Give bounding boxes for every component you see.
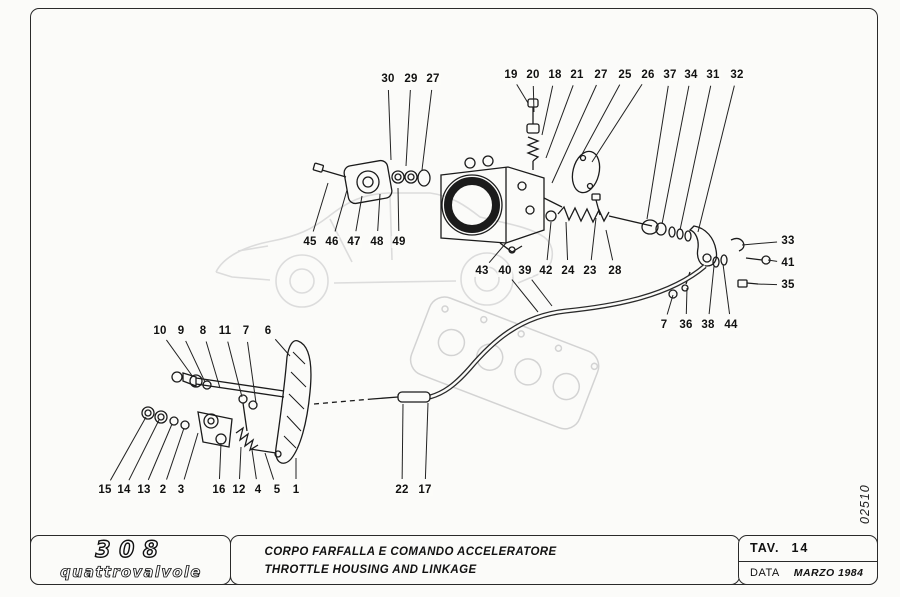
throttle-linkage	[543, 193, 771, 299]
logo-block: 308 quattrovalvole	[30, 535, 231, 585]
leader-line-9	[185, 340, 206, 383]
leader-line-12	[239, 446, 242, 480]
leader-line-10	[166, 339, 194, 378]
leader-line-45	[312, 182, 329, 232]
drawing-title-block: CORPO FARFALLA E COMANDO ACCELERATORE TH…	[229, 535, 740, 585]
drawing-code: 02510	[858, 484, 872, 524]
leader-line-29	[405, 89, 411, 167]
leader-line-22	[401, 403, 404, 480]
date-value: MARZO 1984	[793, 566, 864, 579]
logo-quattrovalvole-text: quattrovalvole	[60, 564, 202, 581]
leader-line-13	[147, 423, 173, 481]
leader-line-36	[685, 287, 688, 315]
leader-line-3	[183, 432, 199, 480]
throttle-switch	[312, 159, 431, 205]
leader-line-42	[546, 221, 552, 261]
leader-line-6	[274, 338, 291, 357]
tav-label: TAV.	[750, 541, 780, 556]
throttle-cable	[429, 264, 707, 400]
date-label: DATA	[750, 566, 780, 579]
cover-plate	[571, 150, 601, 194]
title-bar: 308 quattrovalvole CORPO FARFALLA E COMA…	[30, 535, 878, 585]
pedal-assembly	[141, 339, 312, 464]
leader-line-7	[666, 294, 674, 315]
leader-line-32	[697, 85, 735, 233]
leader-line-43	[488, 242, 507, 263]
date-row: DATA MARZO 1984	[739, 562, 877, 584]
leader-line-39	[531, 279, 553, 307]
leader-line-46	[334, 189, 348, 232]
leader-line-26	[591, 83, 643, 163]
logo-308-quattrovalvole: 308 quattrovalvole	[59, 538, 202, 582]
leader-line-5	[264, 452, 275, 480]
leader-line-4	[251, 449, 257, 480]
leader-line-7	[247, 341, 257, 404]
leader-line-33	[741, 241, 778, 246]
leader-line-27	[421, 89, 433, 171]
leader-line-14	[128, 419, 160, 481]
leader-line-40	[511, 279, 539, 313]
leader-line-34	[661, 85, 690, 225]
leader-line-38	[708, 265, 715, 315]
leader-line-15	[109, 416, 147, 481]
leader-line-27	[551, 84, 597, 184]
title-english: THROTTLE HOUSING AND LINKAGE	[264, 563, 477, 576]
leader-line-28	[605, 229, 614, 261]
plate-number-row: TAV. 14	[739, 536, 877, 562]
leader-line-17	[424, 402, 429, 480]
leader-line-48	[377, 193, 381, 232]
cable-end-fitting	[313, 391, 431, 405]
leader-line-24	[565, 221, 569, 261]
leader-line-23	[590, 217, 597, 261]
leader-line-37	[646, 85, 669, 220]
plate-info-block: TAV. 14 DATA MARZO 1984	[738, 535, 878, 585]
leader-line-11	[227, 341, 243, 398]
leader-lines	[109, 83, 778, 481]
leader-line-18	[541, 85, 554, 136]
leader-line-41	[767, 259, 778, 262]
leader-line-47	[355, 195, 363, 232]
leader-line-30	[387, 89, 392, 161]
leader-line-8	[205, 341, 221, 389]
leader-line-35	[756, 283, 778, 286]
idle-screw-stack	[526, 98, 540, 170]
tav-number: 14	[791, 541, 810, 556]
leader-line-20	[532, 85, 535, 113]
leader-line-49	[397, 187, 400, 232]
leader-line-16	[218, 442, 222, 480]
leader-line-25	[579, 84, 621, 159]
leader-line-44	[722, 263, 731, 315]
leader-line-31	[679, 85, 712, 231]
logo-308-text: 308	[95, 538, 166, 563]
leader-line-2	[166, 427, 185, 480]
throttle-body	[440, 155, 545, 254]
title-italian: CORPO FARFALLA E COMANDO ACCELERATORE	[264, 546, 557, 558]
leader-line-19	[516, 84, 529, 104]
leader-line-21	[545, 85, 574, 159]
cam-cover	[409, 296, 600, 430]
